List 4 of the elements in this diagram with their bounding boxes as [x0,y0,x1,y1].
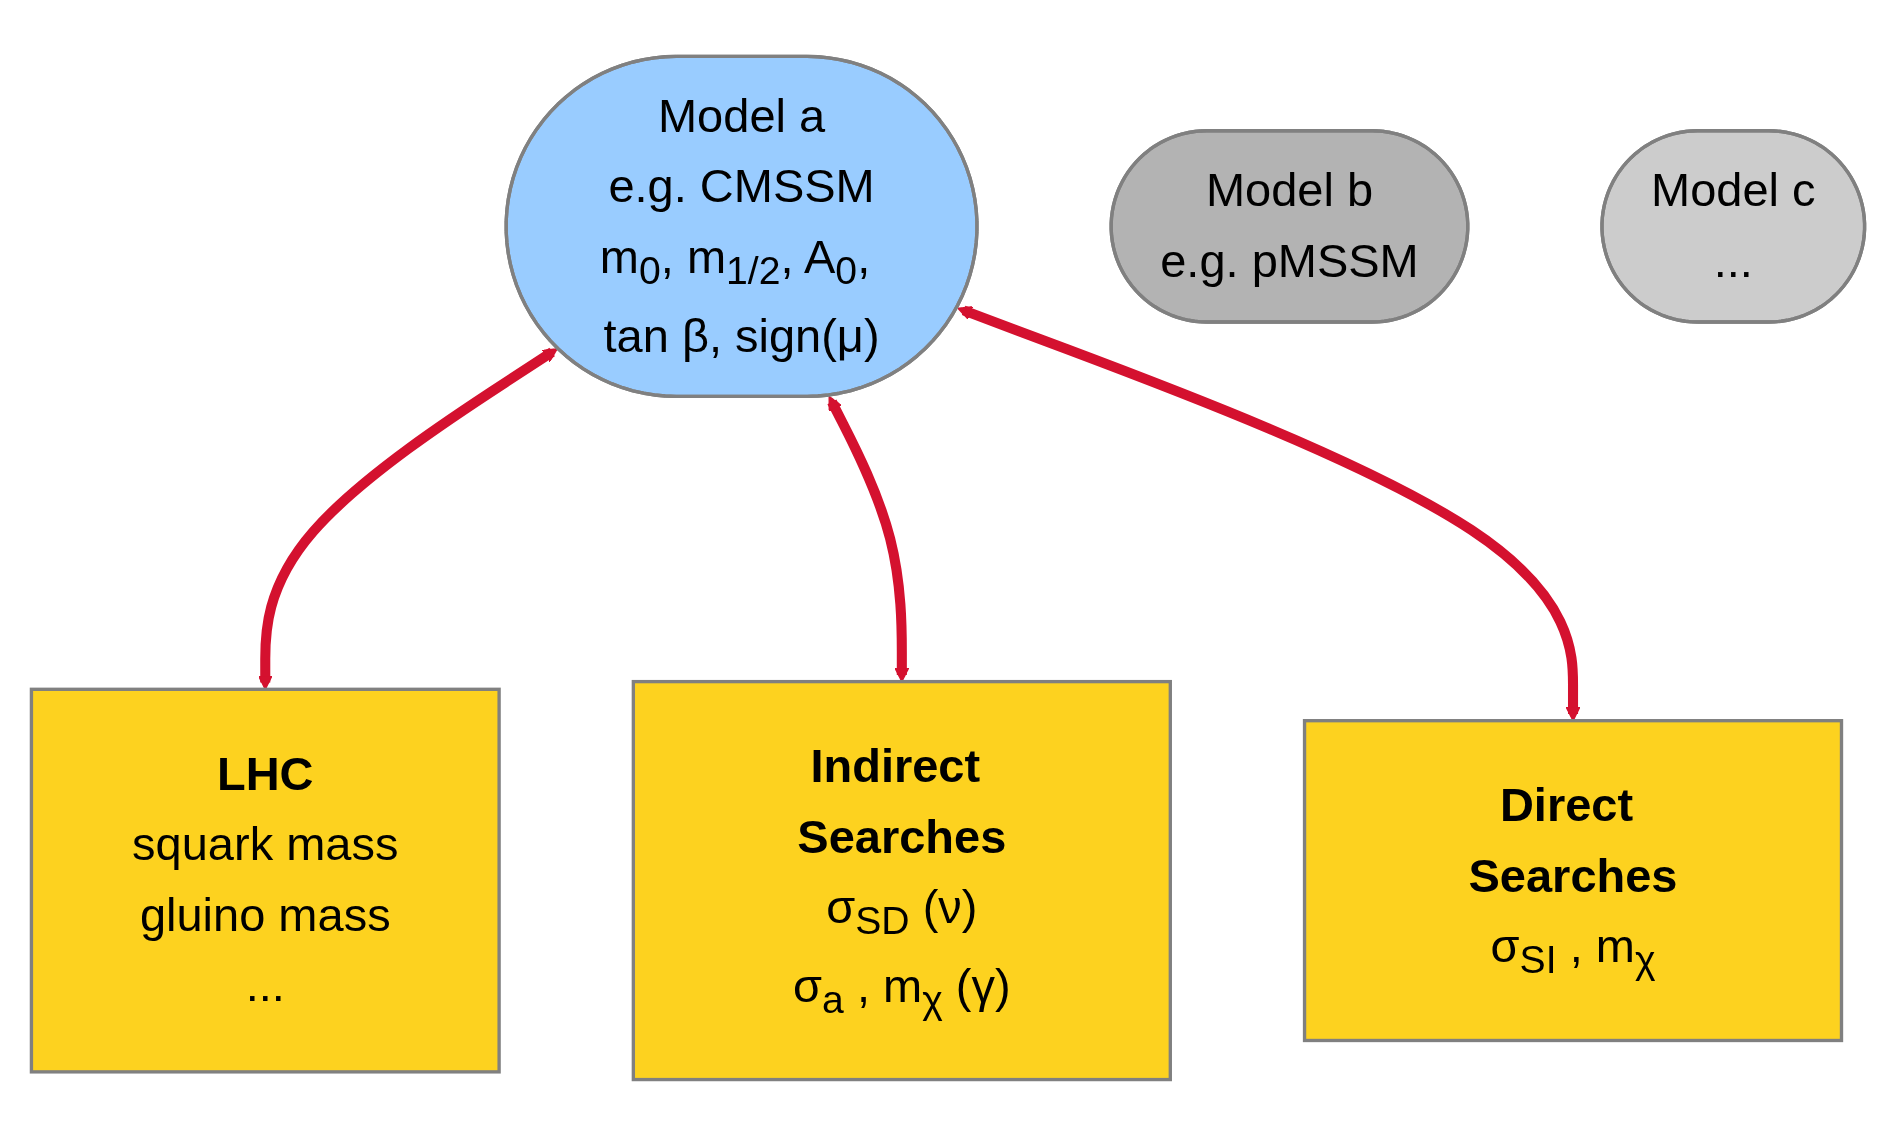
node-box: Indirect Searches σ$_{SD}$ (ν) σ$_{a}$ , m$_{χ}$ (γ) [631,679,1172,1082]
node-box: Direct Searches σ$_{SI}$ , m$_{χ}$ [1302,719,1843,1043]
node-box: LHC squark mass gluino mass ... [29,687,501,1074]
arrow [257,347,558,690]
